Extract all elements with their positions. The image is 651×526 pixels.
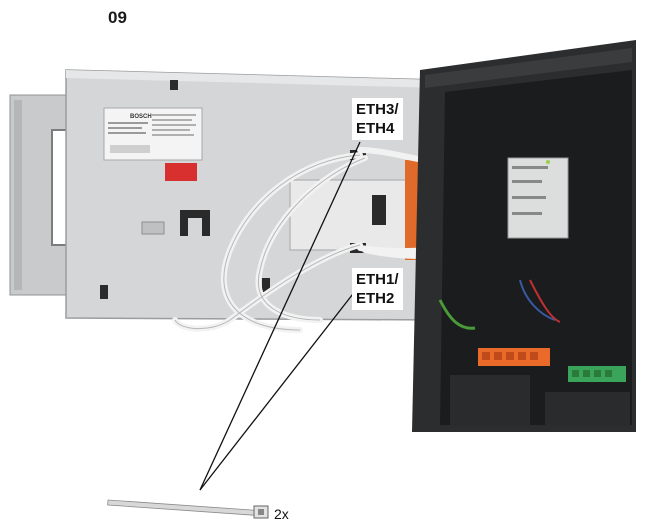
rating-label: BOSCH [103, 107, 203, 161]
cable-tie [107, 499, 269, 519]
callout-eth3-line: ETH3/ [356, 101, 399, 118]
step-number: 09 [108, 8, 127, 27]
callout-eth2-line: ETH2 [356, 290, 395, 307]
warning-sticker [165, 163, 197, 181]
cable-tie-quantity: 2x [274, 506, 289, 522]
pointer-lines [199, 141, 361, 491]
callout-eth1-eth2: ETH1/ ETH2 [352, 268, 403, 310]
callout-eth4-line: ETH4 [356, 120, 395, 137]
enclosure [412, 40, 636, 432]
green-terminal-block [568, 366, 626, 382]
orange-terminal-block [478, 348, 550, 366]
callout-eth1-line: ETH1/ [356, 271, 399, 288]
callout-eth3-eth4: ETH3/ ETH4 [352, 98, 403, 140]
brand-label: BOSCH [130, 114, 152, 120]
